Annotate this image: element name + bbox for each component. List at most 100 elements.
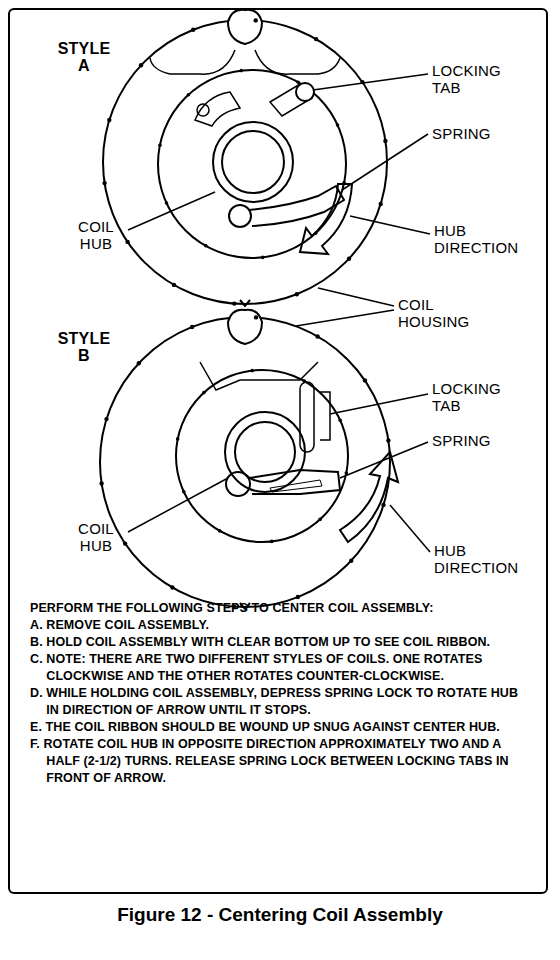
rim-dot [187,93,191,97]
rim-dot [315,334,319,338]
locking-tab [320,392,330,440]
leader-line [128,192,215,230]
rim-dot [123,541,127,545]
hub-direction-arrow [300,184,352,254]
instruction-step: E. THE COIL RIBBON SHOULD BE WOUND UP SN… [30,719,530,736]
rim-dot [296,595,300,599]
part-label: HUB DIRECTION [434,542,532,576]
rim-dot [314,37,318,41]
rim-dot [99,481,103,485]
leader-line [342,134,428,190]
rim-dots [99,18,390,609]
housing-tab [228,310,262,344]
rim-dot [165,201,169,205]
rim-dot [295,292,299,296]
part-label: LOCKING TAB [432,62,522,96]
figure-frame: PERFORM THE FOLLOWING STEPS TO CENTER CO… [8,8,548,894]
instruction-step: A. REMOVE COIL ASSEMBLY. [30,617,530,634]
rim-dot [347,257,351,261]
rim-dot [250,369,254,373]
rim-dot [303,379,307,383]
leader-line [330,394,428,414]
rim-dot [102,181,106,185]
rim-dot [270,540,274,544]
rim-dot [125,240,129,244]
rim-dot [338,419,342,423]
spring-detail [270,480,322,492]
rim-dot [363,378,367,382]
part-label: COIL HUB [66,520,126,554]
rim-dot [191,28,195,32]
housing-tab [228,10,262,44]
leader-line [296,310,394,326]
rim-dot [381,503,385,507]
style-a-coil [103,10,387,306]
rim-dot [104,417,108,421]
coil-housing [103,20,387,304]
style-label: STYLE A [56,40,112,74]
instruction-step: B. HOLD COIL ASSEMBLY WITH CLEAR BOTTOM … [30,634,530,651]
rim-dot [170,585,174,589]
leader-line [340,442,428,478]
rim-dot [240,69,244,73]
rim-dot [342,181,346,185]
hub-detail [195,92,240,126]
instruction-step: D. WHILE HOLDING COIL ASSEMBLY, DEPRESS … [30,685,530,719]
leader-line [313,74,428,90]
part-label: SPRING [432,125,522,142]
rim-dot [139,63,143,67]
instruction-block: PERFORM THE FOLLOWING STEPS TO CENTER CO… [30,600,530,787]
instruction-heading: PERFORM THE FOLLOWING STEPS TO CENTER CO… [30,600,530,617]
rim-dot [345,471,349,475]
rim-dot [190,325,194,329]
part-label: SPRING [432,432,522,449]
rim-dot [204,244,208,248]
coil-hub [213,122,293,202]
rim-dot [296,80,300,84]
rim-dot [107,118,111,122]
leader-lines [128,74,430,552]
rim-dot [254,18,258,22]
rim-dot [158,144,162,148]
rim-dot [386,438,390,442]
rim-dot [314,232,318,236]
housing-notch [240,300,250,306]
rim-dot [379,202,383,206]
rim-dot [137,361,141,365]
part-label: HUB DIRECTION [434,222,532,256]
part-label: LOCKING TAB [432,380,522,414]
spring [250,470,340,494]
inner-ring [176,370,348,542]
rim-dot [182,490,186,494]
rim-dot [383,139,387,143]
style-b-coil [100,310,398,609]
locking-tab-slot [300,382,314,452]
spring [250,186,344,226]
leader-line [318,288,394,306]
locking-tab [296,83,314,101]
rim-dot [202,391,206,395]
leader-line [350,216,430,234]
rim-dot [349,559,353,563]
part-label: COIL HOUSING [398,296,486,330]
rim-dot [218,529,222,533]
figure-caption: Figure 12 - Centering Coil Assembly [0,904,560,926]
coil-hub [225,412,305,492]
rim-dot [254,315,258,319]
spring-pivot [229,205,251,227]
leader-line [128,478,228,532]
hub-pin [197,104,209,116]
instruction-step: F. ROTATE COIL HUB IN OPPOSITE DIRECTION… [30,736,530,787]
instruction-step: C. NOTE: THERE ARE TWO DIFFERENT STYLES … [30,651,530,685]
rim-dot [360,80,364,84]
rim-dot [232,301,236,305]
rim-dot [336,123,340,127]
leader-line [390,505,430,552]
hub-bore [222,131,284,193]
spring-pivot [226,472,250,496]
rim-dot [172,283,176,287]
part-label: COIL HUB [66,218,126,252]
rim-dot [176,437,180,441]
coil-housing [100,317,390,607]
